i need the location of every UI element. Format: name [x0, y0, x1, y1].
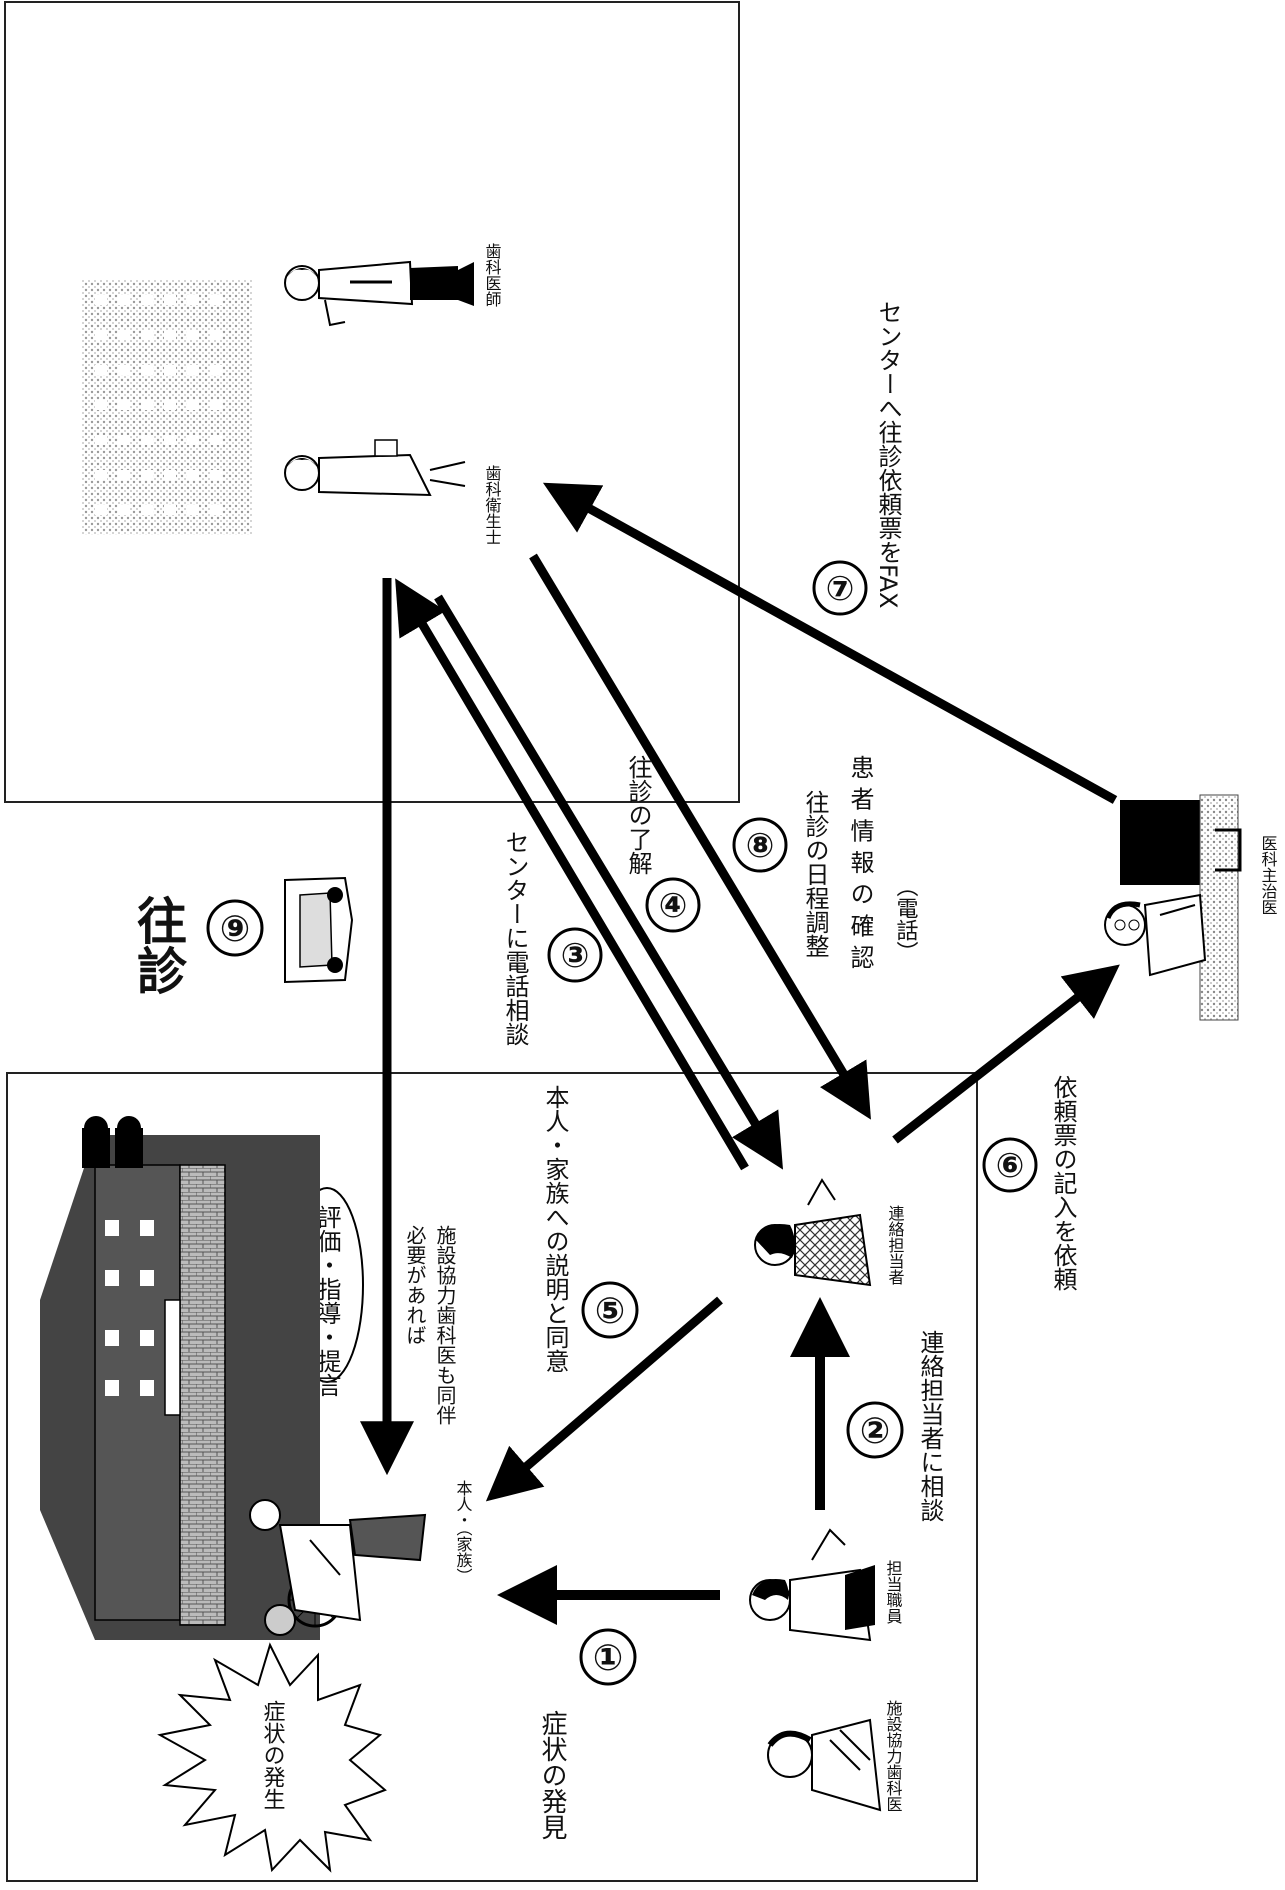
arrow-step3 [395, 578, 749, 1171]
accompany-note-line1: 必要があれば [403, 1225, 427, 1345]
step8-label-line2: 患 者 情 報 の 確 認 [846, 755, 874, 969]
arrow-step8 [529, 553, 871, 1120]
accompany-note-line2: 施設協力歯科医も同伴 [433, 1225, 457, 1425]
primary-doctor-figure [1104, 794, 1242, 1021]
dental-center-building [82, 280, 252, 535]
dentist-label: 歯科医師 [483, 243, 502, 307]
step3-label: センターに電話相談 [501, 830, 529, 1046]
hygienist-figure [284, 439, 466, 497]
step2-label: 連絡担当者に相談 [916, 1330, 944, 1522]
symptom-label: 症状の発生 [260, 1700, 286, 1810]
facility-dentist-figure [767, 1718, 882, 1812]
arrow-step5 [485, 1296, 723, 1502]
step3-number: ③ [561, 936, 590, 976]
staff-label: 担当職員 [884, 1560, 903, 1624]
contact-person-figure [754, 1178, 872, 1287]
arrow-step6 [892, 964, 1120, 1144]
step6-number: ⑥ [996, 1146, 1025, 1186]
step5-label: 本人・家族への説明と同意 [541, 1085, 569, 1373]
step8-label-group: ⑧ 往診の日程調整 患 者 情 報 の 確 認 （電話） [732, 755, 919, 969]
car-icon [284, 876, 354, 984]
step2-number: ② [860, 1411, 890, 1452]
facility-dentist-label: 施設協力歯科医 [884, 1700, 903, 1812]
step8-label-line3: （電話） [893, 875, 919, 963]
step8-label-line1: 往診の日程調整 [801, 790, 829, 958]
step4-number: ④ [659, 886, 688, 926]
step2-label-group: ② 連絡担当者に相談 [846, 1330, 944, 1522]
arrow-step7 [542, 482, 1118, 804]
staff-figure [749, 1528, 875, 1642]
step7-number: ⑦ [826, 569, 855, 609]
facility-frame [6, 1072, 978, 1882]
dentist-figure [284, 260, 474, 327]
patient-figure [249, 1499, 427, 1636]
step5-label-group: ⑤ 本人・家族への説明と同意 [541, 1085, 639, 1373]
step4-label-group: ④ 往診の了解 [624, 755, 701, 933]
symptom-starburst: 症状の発生 [157, 1642, 387, 1873]
step6-label-group: ⑥ 依頼票の記入を依頼 [982, 1075, 1077, 1291]
visit-title: 往診 [129, 895, 187, 995]
facility-building [40, 1116, 320, 1640]
step1-label: 症状の発見 [537, 1710, 567, 1840]
step9-label-group: ⑨ [206, 899, 264, 957]
arrow-step4 [434, 594, 784, 1170]
patient-label: 本人・（家族） [454, 1480, 473, 1584]
step4-label: 往診の了解 [624, 755, 652, 875]
contact-person-label: 連絡担当者 [886, 1205, 905, 1285]
step9-number: ⑨ [220, 909, 250, 950]
step1-label-group: ① 症状の発見 [537, 1628, 637, 1840]
step5-number: ⑤ [595, 1291, 625, 1332]
step3-label-group: ③ センターに電話相談 [501, 830, 603, 1046]
step1-number: ① [593, 1638, 623, 1679]
step7-label: センターへ往診依頼票をFAX [874, 300, 902, 608]
step8-number: ⑧ [746, 826, 775, 866]
step6-label: 依頼票の記入を依頼 [1049, 1075, 1077, 1291]
step7-label-group: ⑦ センターへ往診依頼票をFAX [812, 300, 902, 616]
primary-doctor-label: 医科主治医 [1259, 835, 1278, 915]
hygienist-label: 歯科衛生士 [483, 465, 502, 545]
dental-center-frame [4, 1, 740, 803]
